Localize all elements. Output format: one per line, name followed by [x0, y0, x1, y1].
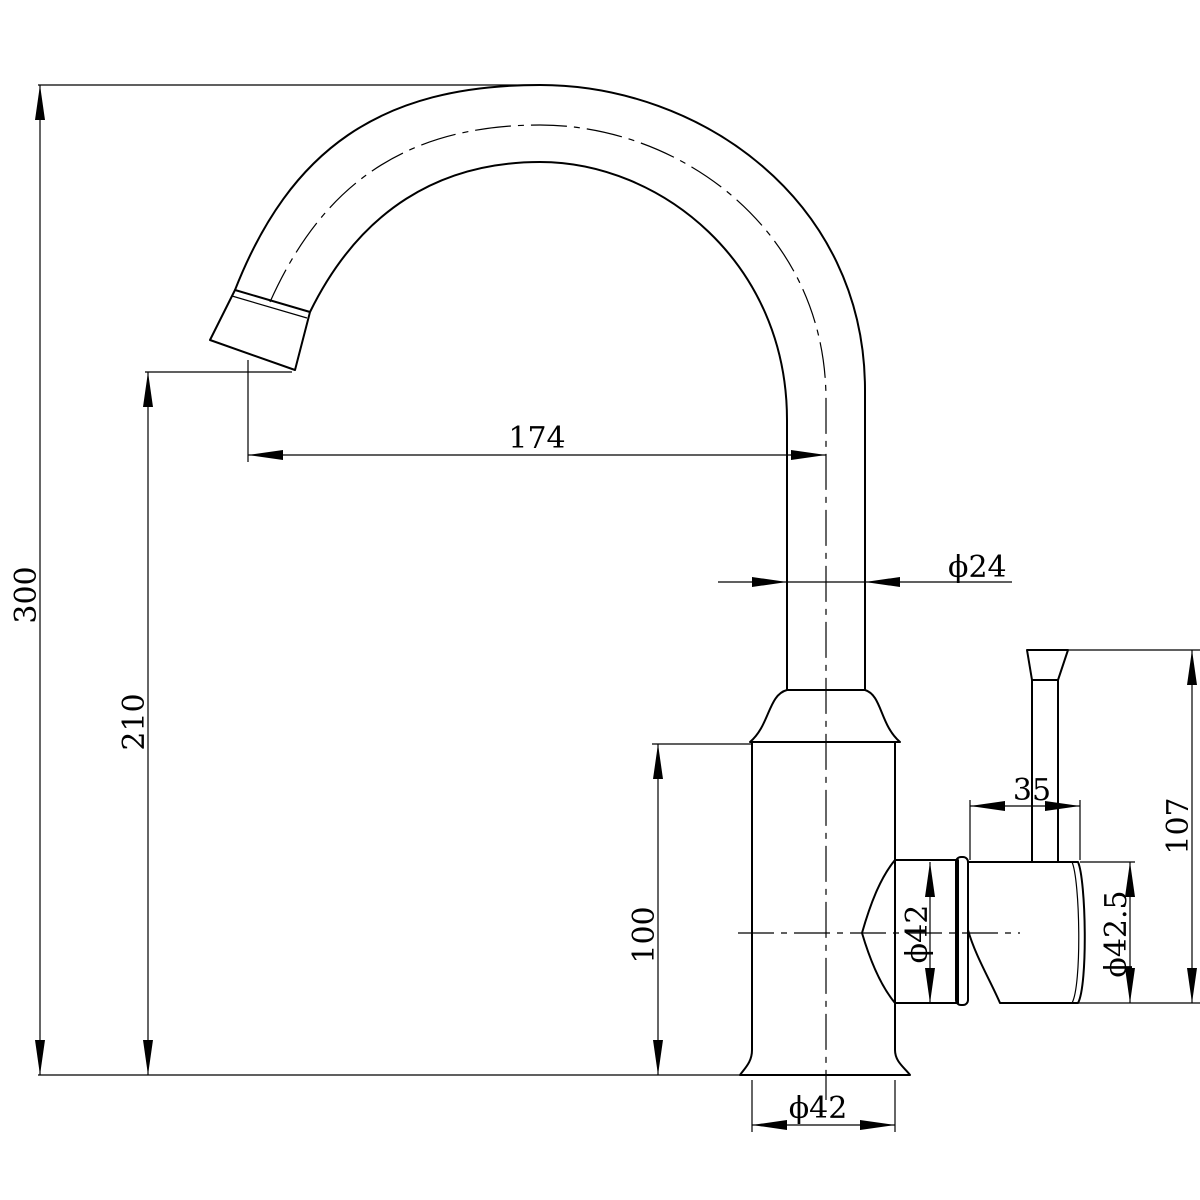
dim-spout-reach: 174 [248, 421, 826, 460]
center-lines [269, 124, 1020, 1100]
dim-body-height: 100 [627, 744, 663, 1075]
spout-inner-edge [309, 161, 788, 690]
faucet-outline [209, 84, 1086, 1076]
dim-spout-height: 210 [117, 372, 153, 1075]
dim-total-height: 300 [9, 85, 45, 1075]
dim-handle-diameter: ϕ42 [900, 862, 935, 1003]
dim-body-height-label: 100 [627, 906, 662, 963]
dim-spout-reach-label: 174 [508, 421, 565, 456]
handle-cap [967, 861, 1086, 1004]
dim-base-diameter-label: ϕ42 [789, 1091, 848, 1126]
dim-handle-diameter-label: ϕ42 [900, 905, 935, 964]
spout-aerator [209, 289, 311, 371]
dim-base-diameter: ϕ42 [752, 1091, 895, 1130]
spout-centerline [269, 124, 827, 1100]
dim-lever-height-label: 107 [1161, 797, 1196, 854]
dim-spout-diameter: ϕ24 [718, 550, 1012, 587]
dim-spout-diameter-label: ϕ24 [948, 550, 1007, 585]
spout-aerator-band [231, 295, 308, 319]
spout-collar [749, 689, 901, 743]
spout-outer-edge [234, 84, 866, 690]
dim-lever-offset: 35 [970, 773, 1080, 811]
dim-handle-cap-diameter: ϕ42.5 [1099, 862, 1135, 1003]
dim-spout-height-label: 210 [117, 693, 152, 750]
extension-lines [38, 84, 1200, 1132]
dim-lever-offset-label: 35 [1013, 773, 1051, 808]
handle-cap-edge [1071, 861, 1080, 1004]
dim-handle-cap-diameter-label: ϕ42.5 [1099, 890, 1134, 977]
faucet-body [739, 742, 911, 1076]
dim-lever-height: 107 [1161, 650, 1197, 1003]
dim-total-height-label: 300 [9, 566, 44, 623]
lever-knob [1026, 649, 1069, 681]
